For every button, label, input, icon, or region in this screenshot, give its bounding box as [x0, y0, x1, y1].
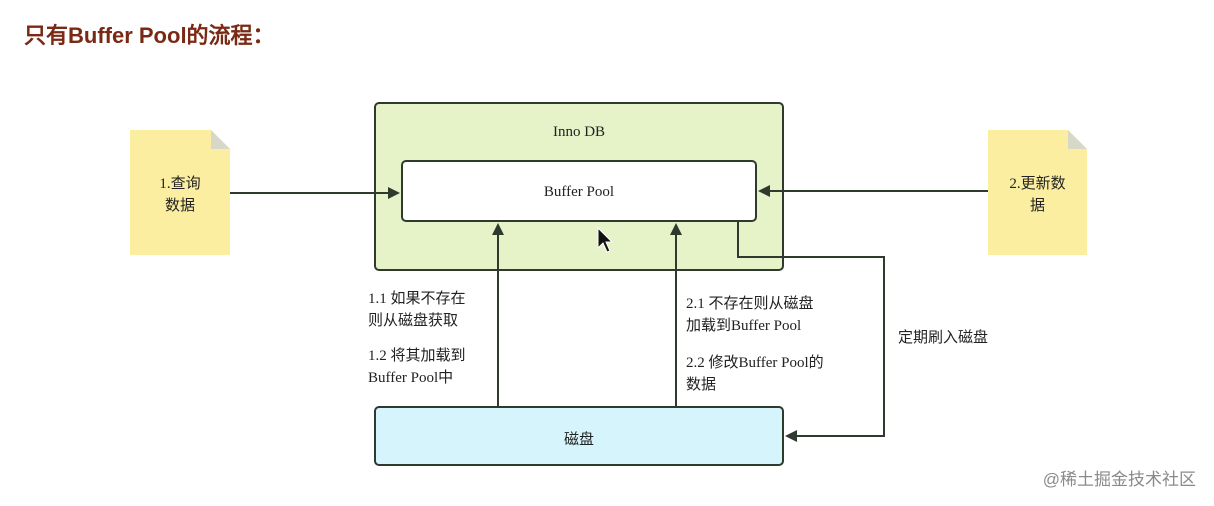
step-2-2-label: 2.2 修改Buffer Pool的 数据 — [686, 355, 824, 393]
buffer-pool-label: Buffer Pool — [543, 184, 615, 200]
query-note-shape — [130, 130, 230, 255]
step-2-1-label: 2.1 不存在则从磁盘 加载到Buffer Pool — [686, 296, 814, 334]
query-note-text: 1.查询 数据 — [159, 176, 201, 214]
innodb-label: Inno DB — [552, 124, 606, 140]
step-1-1-label: 1.1 如果不存在 则从磁盘获取 — [368, 291, 466, 329]
flush-label: 定期刷入磁盘 — [898, 330, 989, 346]
update-note-shape — [988, 130, 1087, 255]
buffer-pool-box — [401, 160, 757, 222]
disk-label: 磁盘 — [563, 432, 594, 448]
watermark: @稀土掘金技术社区 — [1042, 470, 1196, 489]
page-title: 只有Buffer Pool的流程： — [24, 23, 275, 48]
step-1-2-label: 1.2 将其加载到 Buffer Pool中 — [368, 348, 466, 386]
disk-box — [374, 406, 784, 466]
flush-to-disk-arrow — [737, 221, 885, 442]
update-note-text: 2.更新数 据 — [1009, 176, 1066, 214]
mouse-cursor-icon — [597, 226, 614, 253]
